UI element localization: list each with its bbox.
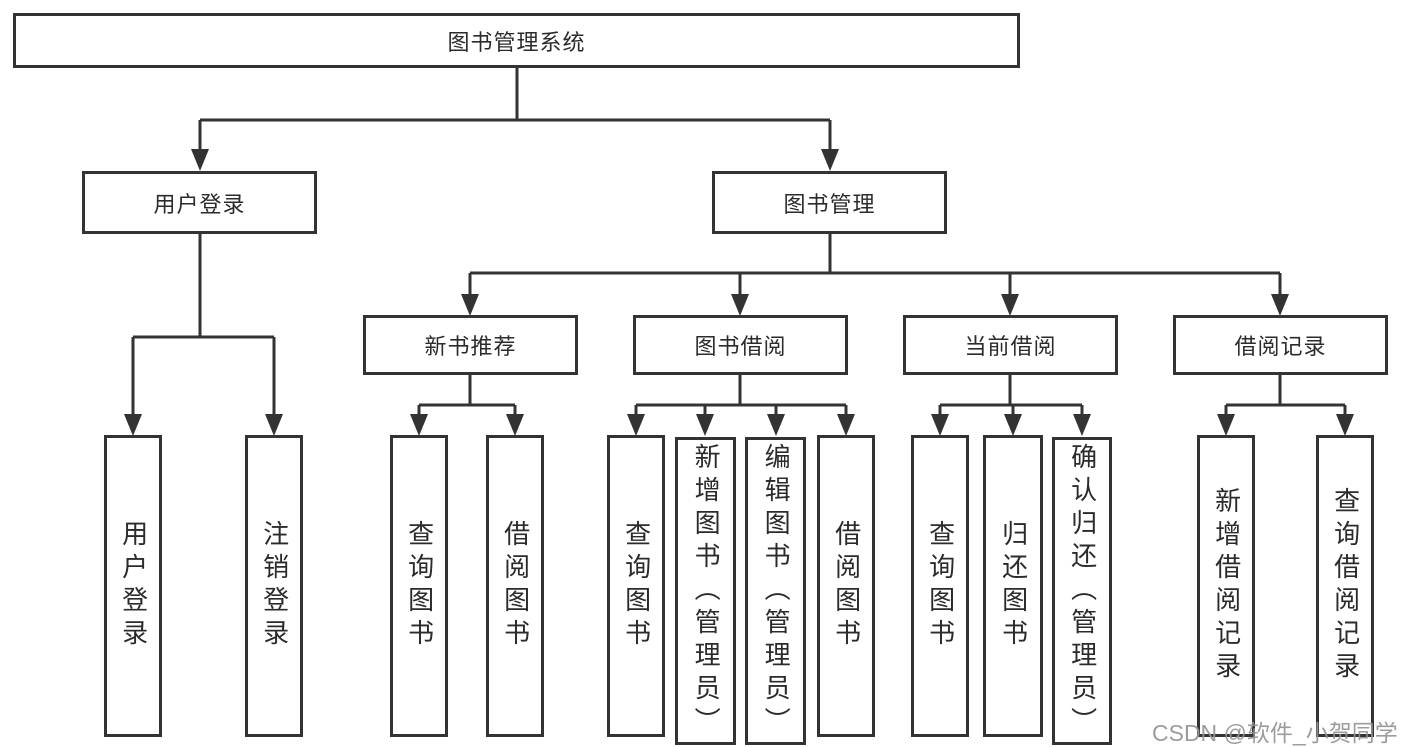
- node-leaf-logout: 注销登录: [245, 435, 303, 737]
- node-user-login: 用户登录: [82, 171, 317, 234]
- node-label: 注销登录: [259, 520, 290, 652]
- node-label: 借阅图书: [831, 520, 862, 652]
- arrowhead-icon: [821, 149, 839, 171]
- arrowhead-icon: [461, 294, 479, 316]
- arrowhead-icon: [1001, 294, 1019, 316]
- arrowhead-icon: [627, 414, 645, 436]
- arrowhead-icon: [696, 414, 714, 436]
- arrowhead-icon: [265, 414, 283, 436]
- connector-borrow-record-to-leaves: [1217, 375, 1354, 436]
- connector-current-borrow-to-leaves: [931, 375, 1091, 436]
- connector-new-book-rec-to-leaves: [410, 375, 524, 436]
- node-leaf-query-books: 查询图书: [390, 435, 448, 737]
- arrowhead-icon: [410, 414, 428, 436]
- node-leaf-borrow-books: 借阅图书: [486, 435, 544, 737]
- node-book-management: 图书管理: [712, 171, 947, 234]
- node-leaf-add-books-admin: 新增图书（管理员）: [675, 437, 736, 745]
- node-label: 用户登录: [118, 520, 149, 652]
- arrowhead-icon: [1271, 294, 1289, 316]
- arrowhead-icon: [506, 414, 524, 436]
- node-library-management-system: 图书管理系统: [13, 13, 1020, 68]
- node-label: 用户登录: [153, 191, 246, 217]
- node-label: 查询借阅记录: [1330, 487, 1361, 685]
- node-leaf-query-books: 查询图书: [911, 435, 969, 737]
- node-leaf-confirm-return-admin: 确认归还（管理员）: [1052, 437, 1112, 745]
- node-leaf-user-login: 用户登录: [104, 435, 162, 737]
- arrowhead-icon: [1004, 414, 1022, 436]
- connector-book-mgmt-to-level2: [461, 234, 1289, 316]
- node-label: 查询图书: [925, 520, 956, 652]
- node-label: 借阅图书: [500, 520, 531, 652]
- connector-book-borrow-to-leaves: [627, 375, 855, 436]
- node-label: 图书管理: [783, 191, 876, 217]
- node-label: 查询图书: [621, 520, 652, 652]
- node-current-borrowing: 当前借阅: [903, 315, 1118, 375]
- node-label: 新增图书（管理员）: [691, 442, 722, 740]
- arrowhead-icon: [767, 414, 785, 436]
- watermark-text: CSDN @软件_小贺同学: [1152, 720, 1398, 746]
- arrowhead-icon: [731, 294, 749, 316]
- node-label: 新书推荐: [424, 334, 517, 359]
- connector-user-login-to-leaves: [124, 234, 283, 436]
- arrowhead-icon: [837, 414, 855, 436]
- node-label: 查询图书: [404, 520, 435, 652]
- node-new-book-recommend: 新书推荐: [363, 315, 578, 375]
- connector-root-to-level1: [191, 68, 839, 171]
- node-label: 归还图书: [998, 520, 1029, 652]
- node-leaf-add-borrow-record: 新增借阅记录: [1197, 435, 1255, 737]
- node-leaf-edit-books-admin: 编辑图书（管理员）: [745, 437, 806, 745]
- arrowhead-icon: [124, 414, 142, 436]
- arrowhead-icon: [191, 149, 209, 171]
- node-book-borrowing: 图书借阅: [633, 315, 848, 375]
- node-label: 图书借阅: [694, 334, 787, 359]
- node-label: 编辑图书（管理员）: [761, 442, 792, 740]
- node-leaf-query-books: 查询图书: [607, 435, 665, 737]
- arrowhead-icon: [1073, 414, 1091, 436]
- node-leaf-borrow-books: 借阅图书: [817, 435, 875, 737]
- arrowhead-icon: [931, 414, 949, 436]
- node-label: 当前借阅: [964, 334, 1057, 359]
- node-borrow-records: 借阅记录: [1173, 315, 1388, 375]
- arrowhead-icon: [1217, 414, 1235, 436]
- node-label: 图书管理系统: [447, 29, 586, 55]
- node-leaf-return-books: 归还图书: [983, 435, 1043, 737]
- node-label: 新增借阅记录: [1211, 487, 1242, 685]
- node-label: 确认归还（管理员）: [1067, 442, 1098, 740]
- node-leaf-query-borrow-record: 查询借阅记录: [1316, 435, 1374, 737]
- arrowhead-icon: [1336, 414, 1354, 436]
- node-label: 借阅记录: [1234, 334, 1327, 359]
